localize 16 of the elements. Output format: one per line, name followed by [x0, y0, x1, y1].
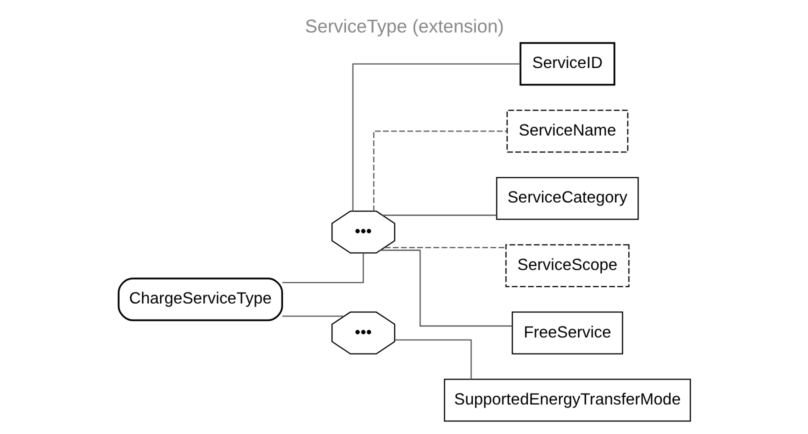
node-box: ServiceID	[519, 42, 615, 86]
node-box: ChargeServiceType	[117, 278, 283, 322]
connector	[394, 339, 472, 380]
node-box: FreeService	[511, 312, 623, 354]
connector	[282, 316, 344, 317]
node-box: ServiceName	[506, 110, 628, 153]
connector	[384, 246, 506, 248]
connector	[382, 214, 496, 216]
node-box: ServiceScope	[504, 244, 629, 288]
connector	[352, 63, 520, 212]
connector	[372, 130, 506, 212]
node-box: ServiceCategory	[496, 176, 638, 220]
diagram-title: ServiceType (extension)	[304, 15, 504, 36]
node-box: SupportedEnergyTransferMode	[443, 378, 690, 422]
connector	[380, 250, 512, 327]
connector	[282, 253, 364, 284]
